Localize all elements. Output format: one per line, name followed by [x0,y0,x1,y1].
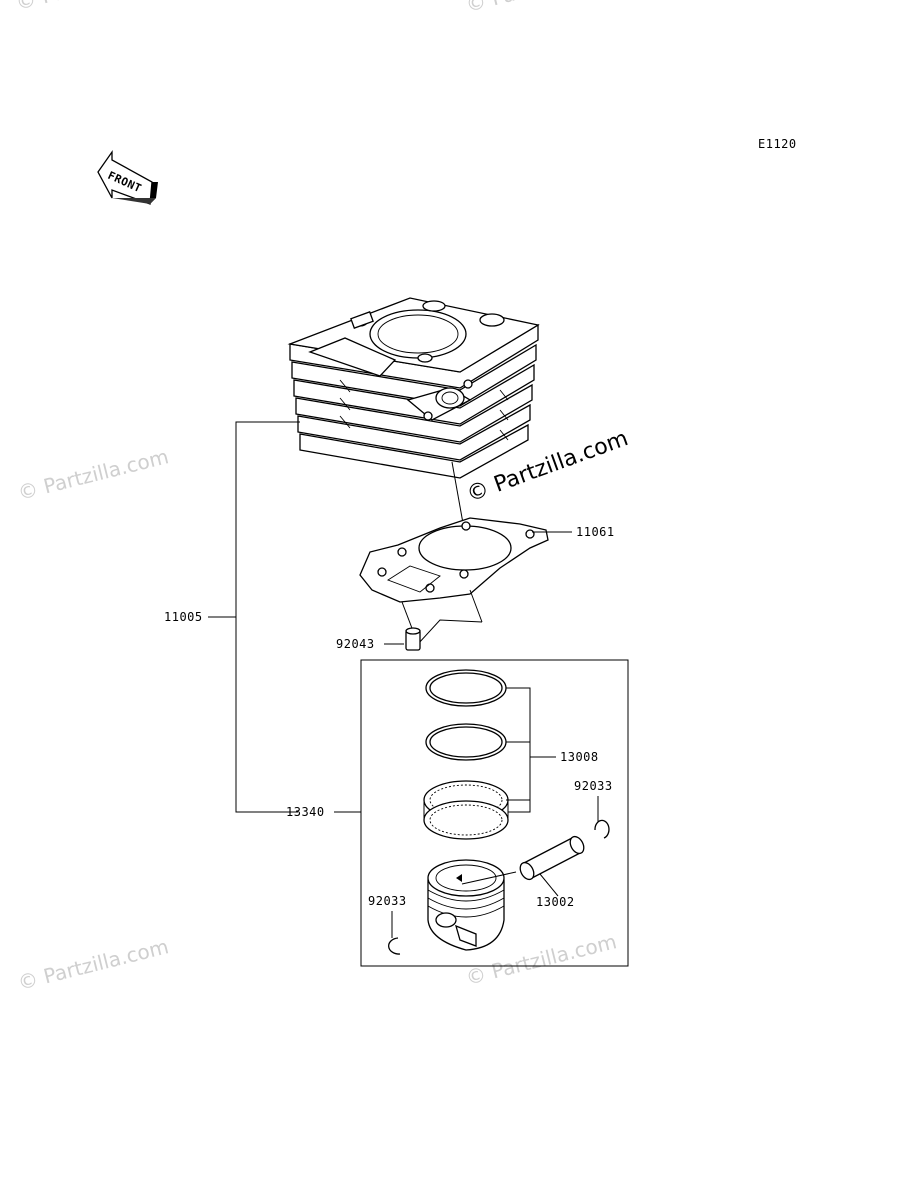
watermark-top-center: © Partzilla.com [463,0,619,17]
circlip-left [388,937,401,955]
leader-pin-to-piston [461,871,517,885]
label-92033-right: 92033 [574,779,613,793]
piston [427,859,505,951]
watermark-bottom-left: © Partzilla.com [15,934,171,995]
label-11061: 11061 [576,525,615,539]
second-ring [425,723,507,761]
circlip-right [594,819,610,839]
top-ring [425,669,507,707]
label-13002: 13002 [536,895,575,909]
watermark-top-left: © Partzilla.com [13,0,169,15]
cylinder-block [287,297,540,479]
label-13008: 13008 [560,750,599,764]
cylinder-base-gasket [359,517,549,603]
diagram-code: E1120 [758,137,797,151]
label-92043: 92043 [336,637,375,651]
dowel-pin [405,627,421,651]
bracket-11005 [235,421,300,813]
background-watermarks: © Partzilla.com © Partzilla.com © Partzi… [13,0,619,995]
leader-dowel-b [417,619,483,645]
piston-pin [519,835,585,881]
label-92033-left: 92033 [368,894,407,908]
label-13340: 13340 [286,805,325,819]
front-arrow-icon: FRONT [97,149,158,205]
watermark-mid-left: © Partzilla.com [15,444,171,505]
label-11005: 11005 [164,610,203,624]
oil-ring-set [423,780,509,840]
leader-dowel-c [469,589,483,623]
leader-13002 [539,873,559,897]
leader-rings-bracket [506,687,531,813]
piston-set-box [360,659,629,967]
